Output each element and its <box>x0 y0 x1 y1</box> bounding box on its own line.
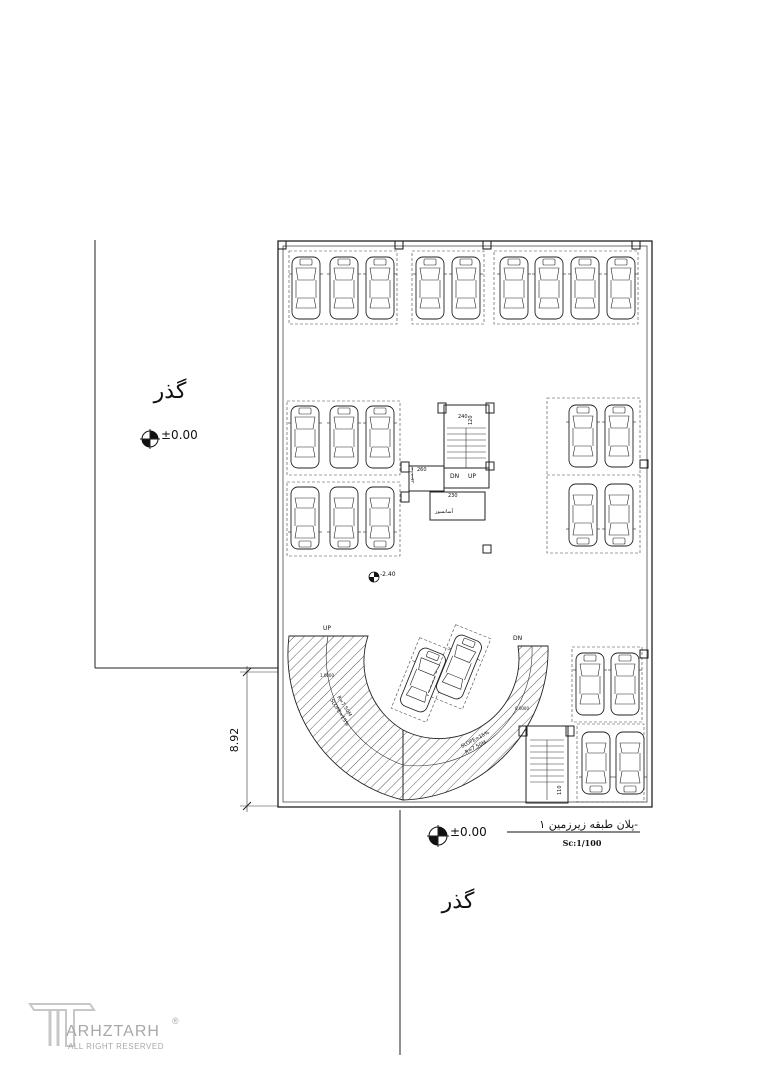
parking-top-row <box>288 250 639 325</box>
street-label-top: گذر <box>153 378 187 404</box>
watermark-brand: ARHZTARH <box>66 1023 160 1040</box>
watermark-mark: ® <box>172 1016 179 1026</box>
street-label-bottom: گذر <box>441 888 475 914</box>
level-street-top: ±0.00 <box>161 428 198 442</box>
stair-core <box>400 402 495 554</box>
stair-dim-4: 230 <box>448 493 458 499</box>
watermark-logo <box>28 1003 96 1047</box>
parking-middle-left <box>286 400 401 557</box>
parking-bottom-right <box>571 646 647 803</box>
stair-dim-2: 120 <box>468 415 474 425</box>
elevator-label-1: آسانسور <box>408 464 415 484</box>
stair-dim-3: 260 <box>417 467 427 473</box>
level-marker-street-top <box>140 429 160 449</box>
level-street-bottom: ±0.00 <box>450 825 487 839</box>
stair-dim-1: 240 <box>458 414 468 420</box>
stair-up-label: UP <box>468 473 476 480</box>
plan-title: پلان طبقه زیرزمین ۱- <box>539 818 638 831</box>
spiral-ramp <box>287 635 549 801</box>
site-boundary <box>94 240 401 1055</box>
ramp-up-label: UP <box>323 625 331 632</box>
elevator-label-2: آسانسور <box>434 508 454 515</box>
parking-ramp-center <box>390 624 492 723</box>
ramp-dn-label: DN <box>513 635 522 642</box>
level-marker-street-bottom <box>427 825 449 847</box>
dimension-left: 8.92 <box>228 666 278 812</box>
level-marker-basement <box>368 571 380 583</box>
dimension-left-label: 8.92 <box>228 728 241 753</box>
lower-stair-dim: 110 <box>557 785 563 795</box>
level-basement: -2.40 <box>380 571 396 578</box>
parking-middle-right <box>546 397 641 554</box>
plan-scale: Sc:1/100 <box>563 838 602 848</box>
stair-dn-label: DN <box>450 473 459 480</box>
ramp-level-1: 1.0000 <box>320 673 334 678</box>
watermark-rights: ALL RIGHT RESERVED <box>68 1042 164 1051</box>
ramp-level-2: 0.0000 <box>515 706 529 711</box>
lower-stair <box>518 725 575 804</box>
